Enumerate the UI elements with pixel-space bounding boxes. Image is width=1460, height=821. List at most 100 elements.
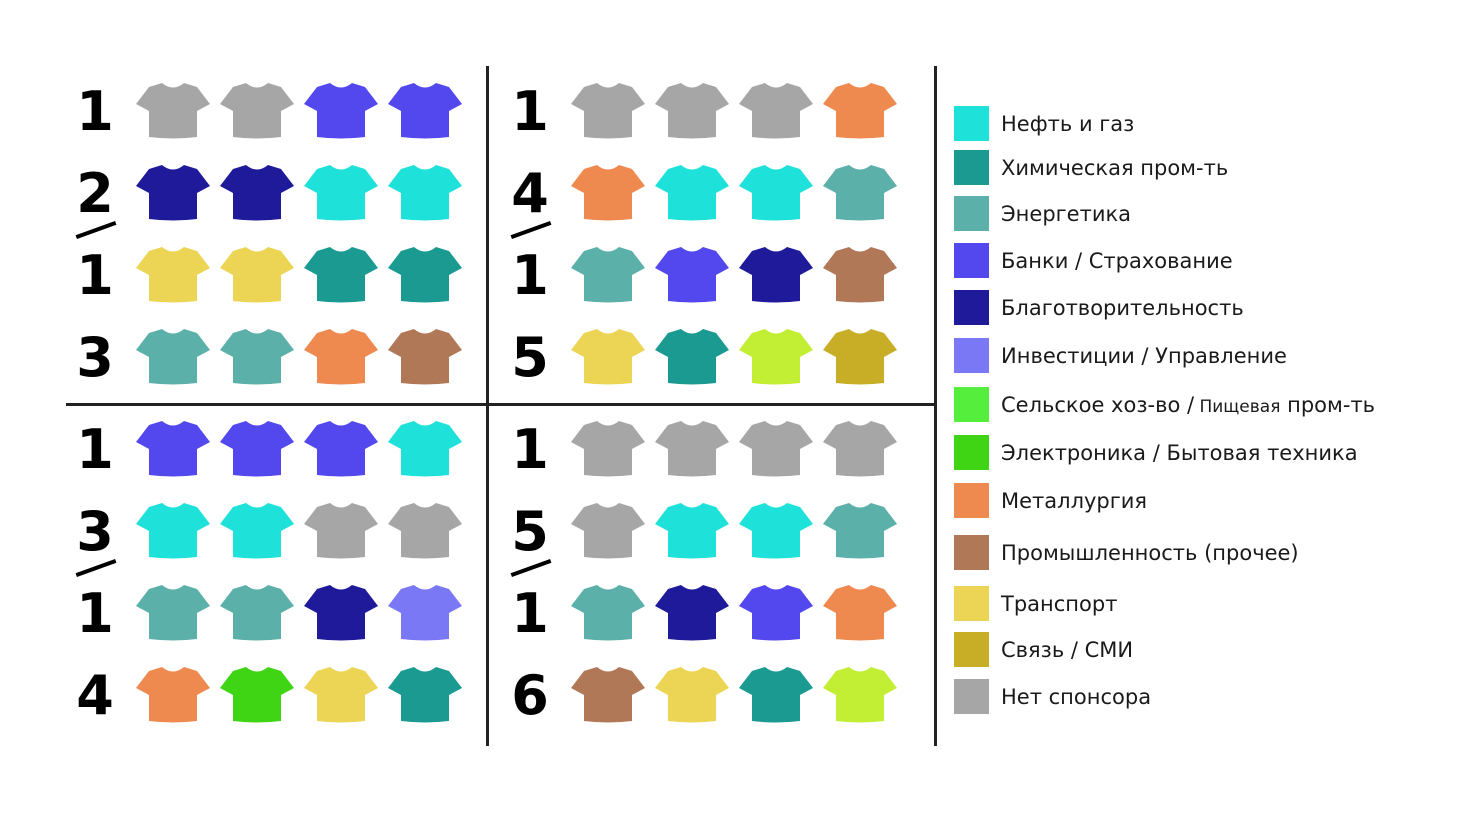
tshirt-icon bbox=[303, 418, 379, 478]
color-swatch-icon bbox=[954, 150, 989, 185]
tshirt-icon bbox=[654, 500, 730, 560]
quadrant-label: 1 2 1 3 bbox=[65, 74, 125, 410]
tshirt-icon bbox=[135, 664, 211, 724]
label-upper-number: 5 bbox=[511, 500, 549, 563]
legend-label-text: Банки / Страхование bbox=[1001, 249, 1233, 273]
tshirt-icon bbox=[219, 326, 295, 386]
legend-label-text: Энергетика bbox=[1001, 202, 1132, 226]
divider-vertical-legend bbox=[934, 66, 937, 746]
tshirt-icon bbox=[738, 162, 814, 222]
label-lower-number: 1 bbox=[511, 582, 549, 645]
tshirt-icon bbox=[303, 244, 379, 304]
legend-label-text: Инвестиции / Управление bbox=[1001, 344, 1287, 368]
quadrant-label: 1 3 1 4 bbox=[65, 412, 125, 748]
legend-label-text: Сельское хоз-во / bbox=[1001, 393, 1195, 417]
tshirt-icon bbox=[822, 80, 898, 140]
tshirt-icon bbox=[738, 582, 814, 642]
tshirt-icon bbox=[822, 418, 898, 478]
tshirt-icon bbox=[219, 500, 295, 560]
tshirt-icon bbox=[135, 162, 211, 222]
color-swatch-icon bbox=[954, 535, 989, 570]
legend-label-tail-text: пром-ть bbox=[1280, 393, 1376, 417]
tshirt-icon bbox=[570, 500, 646, 560]
legend-label-text: Благотворительность bbox=[1001, 296, 1244, 320]
divider-vertical-center bbox=[486, 66, 489, 746]
label-bottom-number: 5 bbox=[511, 326, 549, 389]
tshirt-icon bbox=[822, 244, 898, 304]
tshirt-icon bbox=[738, 500, 814, 560]
color-swatch-icon bbox=[954, 387, 989, 422]
tshirt-icon bbox=[822, 326, 898, 386]
legend-label: Нефть и газ bbox=[1001, 110, 1134, 138]
tshirt-icon bbox=[219, 162, 295, 222]
label-top-number: 1 bbox=[511, 80, 549, 143]
tshirt-icon bbox=[303, 500, 379, 560]
legend-label-text: Нефть и газ bbox=[1001, 112, 1135, 136]
quadrant-label: 1 5 1 6 bbox=[500, 412, 560, 748]
label-lower-number: 1 bbox=[76, 244, 114, 307]
legend-label-text: Электроника / Бытовая техника bbox=[1001, 441, 1358, 465]
legend-label: Промышленность (прочее) bbox=[1001, 539, 1299, 567]
tshirt-icon bbox=[303, 80, 379, 140]
legend-label: Нет спонсора bbox=[1001, 683, 1151, 711]
tshirt-icon bbox=[219, 80, 295, 140]
tshirt-icon bbox=[738, 326, 814, 386]
quadrant-bottom-right: 1 5 1 6 bbox=[500, 412, 920, 748]
tshirt-icon bbox=[135, 80, 211, 140]
color-swatch-icon bbox=[954, 679, 989, 714]
tshirt-icon bbox=[135, 582, 211, 642]
legend-label: Металлургия bbox=[1001, 487, 1147, 515]
tshirt-icon bbox=[303, 326, 379, 386]
legend-label-text: Нет спонсора bbox=[1001, 685, 1152, 709]
label-upper-number: 4 bbox=[511, 162, 549, 225]
legend-label: Благотворительность bbox=[1001, 294, 1244, 322]
label-lower-number: 1 bbox=[76, 582, 114, 645]
legend-label-text: Металлургия bbox=[1001, 489, 1148, 513]
color-swatch-icon bbox=[954, 435, 989, 470]
tshirt-icon bbox=[387, 162, 463, 222]
tshirt-icon bbox=[822, 664, 898, 724]
tshirt-icon bbox=[303, 582, 379, 642]
tshirt-icon bbox=[822, 500, 898, 560]
tshirt-icon bbox=[135, 418, 211, 478]
tshirt-icon bbox=[219, 244, 295, 304]
quadrant-top-left: 1 2 1 3 bbox=[65, 74, 485, 410]
label-bottom-number: 6 bbox=[511, 664, 549, 727]
legend-label-text: Промышленность (прочее) bbox=[1001, 541, 1299, 565]
tshirt-icon bbox=[387, 582, 463, 642]
tshirt-icon bbox=[219, 664, 295, 724]
color-swatch-icon bbox=[954, 243, 989, 278]
legend-label: Связь / СМИ bbox=[1001, 636, 1133, 664]
tshirt-icon bbox=[654, 418, 730, 478]
label-upper-number: 2 bbox=[76, 162, 114, 225]
tshirt-icon bbox=[135, 500, 211, 560]
tshirt-icon bbox=[654, 326, 730, 386]
tshirt-icon bbox=[303, 664, 379, 724]
label-top-number: 1 bbox=[76, 80, 114, 143]
label-lower-number: 1 bbox=[511, 244, 549, 307]
legend-label-text: Химическая пром-ть bbox=[1001, 156, 1229, 180]
tshirt-icon bbox=[654, 80, 730, 140]
color-swatch-icon bbox=[954, 106, 989, 141]
legend-label-text: Связь / СМИ bbox=[1001, 638, 1134, 662]
label-top-number: 1 bbox=[511, 418, 549, 481]
legend-label-text: Транспорт bbox=[1001, 592, 1118, 616]
tshirt-icon bbox=[387, 244, 463, 304]
legend-label: Химическая пром-ть bbox=[1001, 154, 1228, 182]
color-swatch-icon bbox=[954, 290, 989, 325]
tshirt-icon bbox=[387, 80, 463, 140]
label-bottom-number: 4 bbox=[76, 664, 114, 727]
tshirt-icon bbox=[387, 326, 463, 386]
tshirt-icon bbox=[387, 418, 463, 478]
label-top-number: 1 bbox=[76, 418, 114, 481]
tshirt-icon bbox=[570, 582, 646, 642]
quadrant-bottom-left: 1 3 1 4 bbox=[65, 412, 485, 748]
tshirt-icon bbox=[570, 244, 646, 304]
legend-label-small-text: Пищевая bbox=[1194, 397, 1281, 417]
tshirt-icon bbox=[570, 326, 646, 386]
tshirt-icon bbox=[570, 418, 646, 478]
tshirt-icon bbox=[822, 162, 898, 222]
tshirt-icon bbox=[219, 582, 295, 642]
quadrant-top-right: 1 4 1 5 bbox=[500, 74, 920, 410]
